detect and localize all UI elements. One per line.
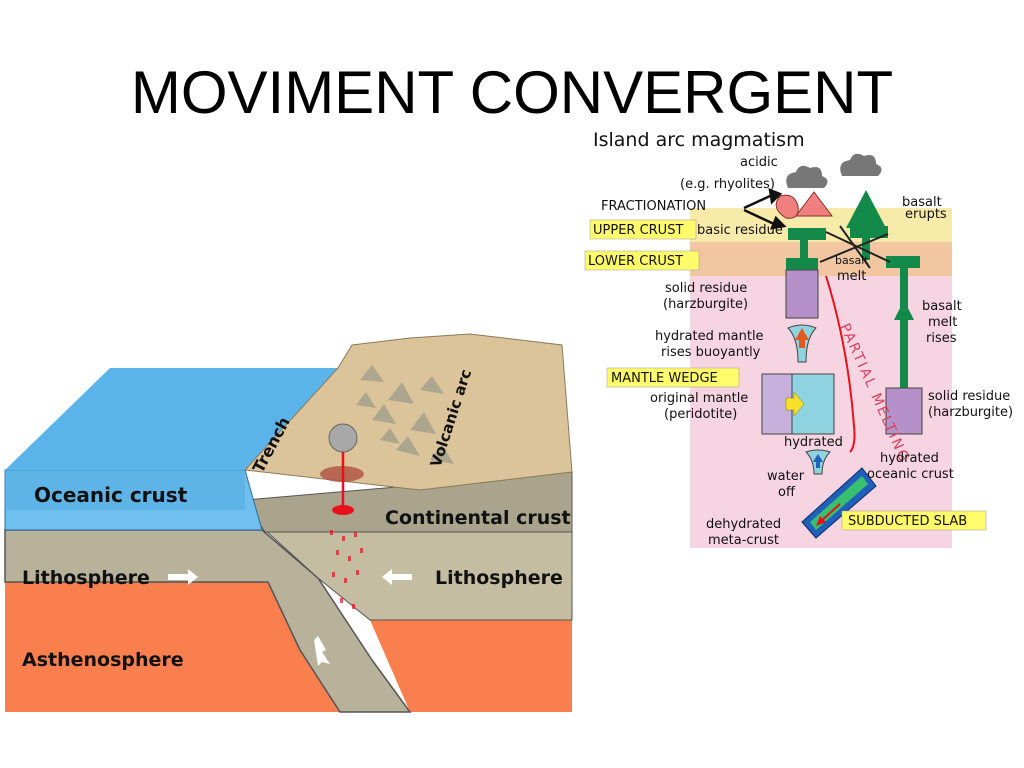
acidic-rock-blob [775, 194, 799, 219]
label-basalt-rises-1: basalt [922, 299, 962, 314]
partial-melting-curve [825, 275, 856, 453]
label-basalt-melt-2: melt [837, 269, 866, 284]
label-basalt-melt-1: basalt [835, 254, 869, 267]
label-basalt-erupts-2: erupts [905, 207, 947, 222]
volcano-ash-clouds [786, 153, 882, 188]
label-subducted-slab: SUBDUCTED SLAB [848, 514, 967, 529]
slab-arrow-icon [819, 503, 841, 523]
volcano-ash-cloud [328, 423, 358, 453]
fracture-lines [819, 225, 891, 269]
label-acidic: acidic [740, 155, 778, 170]
label-dehydrated-1: dehydrated [706, 517, 781, 532]
basalt-volcano [846, 190, 886, 228]
label-hydrated-mantle-1: hydrated mantle [655, 329, 764, 344]
label-basalt-erupts-1: basalt [902, 195, 942, 210]
plate-motion-arrows [168, 569, 412, 666]
arrow-right-icon [168, 569, 198, 585]
label-original-mantle-1: original mantle [650, 391, 748, 406]
slide-title: MOVIMENT CONVERGENT [130, 59, 894, 126]
island-arc-title: Island arc magmatism [593, 129, 805, 151]
acidic-volcano [795, 191, 833, 217]
label-hydrated-mantle-2: rises buoyantly [661, 345, 761, 360]
label-solid-residue-bottom-1: solid residue [928, 389, 1010, 404]
volcanic-arc-land [243, 333, 573, 491]
solid-residue-top-box [785, 269, 819, 319]
up-arrow-orange-icon [795, 328, 809, 348]
asthenosphere-layer-right [370, 620, 572, 712]
label-solid-residue-bottom-2: (harzburgite) [928, 405, 1013, 420]
label-hydrated: hydrated [784, 435, 843, 450]
label-basalt-rises-2: melt [928, 315, 957, 330]
label-mantle-wedge: MANTLE WEDGE [611, 371, 718, 386]
label-oceanic-crust: Oceanic crust [34, 483, 188, 507]
magma-droplets [330, 530, 363, 609]
arrow-left-icon [382, 569, 412, 585]
label-rhyolites: (e.g. rhyolites) [680, 177, 775, 192]
mantle-wedge-label-box [606, 367, 740, 388]
label-hydrated-crust-1: hydrated [880, 451, 939, 466]
ocean-front [5, 470, 245, 510]
island-arc-diagram: Island arc magmatism [584, 129, 1013, 548]
label-dehydrated-2: meta-crust [708, 533, 779, 548]
mountain-shading [356, 365, 454, 464]
label-asthenosphere: Asthenosphere [22, 649, 184, 671]
ocean-surface [5, 368, 338, 470]
magma-source [332, 505, 354, 515]
label-hydrated-crust-2: oceanic crust [867, 467, 954, 482]
up-arrow-blue-icon [813, 454, 823, 468]
label-water-off-1: water [767, 469, 805, 484]
subducted-slab-label-box [841, 510, 987, 531]
label-solid-residue-top-2: (harzburgite) [663, 297, 748, 312]
asthenosphere-layer [5, 580, 340, 712]
label-fractionation: FRACTIONATION [601, 199, 706, 214]
subduction-block-diagram: Oceanic crust Trench Volcanic arc Contin… [4, 333, 573, 713]
label-original-mantle-2: (peridotite) [664, 407, 737, 422]
label-water-off-2: off [778, 485, 796, 500]
label-lithosphere-left: Lithosphere [22, 567, 150, 589]
label-basalt-rises-3: rises [926, 331, 957, 346]
solid-residue-bottom-box [885, 387, 923, 435]
label-upper-crust: UPPER CRUST [593, 223, 683, 238]
label-lithosphere-right: Lithosphere [435, 567, 563, 589]
label-lower-crust: LOWER CRUST [588, 254, 683, 269]
fractionation-arrows [743, 188, 787, 230]
label-solid-residue-top-1: solid residue [665, 281, 747, 296]
slab-arrowhead-icon [816, 516, 826, 526]
arrow-down-icon [314, 636, 330, 666]
subducting-slab [4, 529, 412, 713]
basalt-plumbing [786, 226, 920, 388]
lower-crust-label-box [584, 250, 700, 271]
label-continental-crust: Continental crust [385, 507, 571, 529]
upper-crust-label-box [589, 219, 697, 240]
slab-hydrated-layer [810, 476, 868, 530]
yellow-arrow-icon [785, 391, 805, 417]
label-basic-residue: basic residue [697, 223, 783, 238]
